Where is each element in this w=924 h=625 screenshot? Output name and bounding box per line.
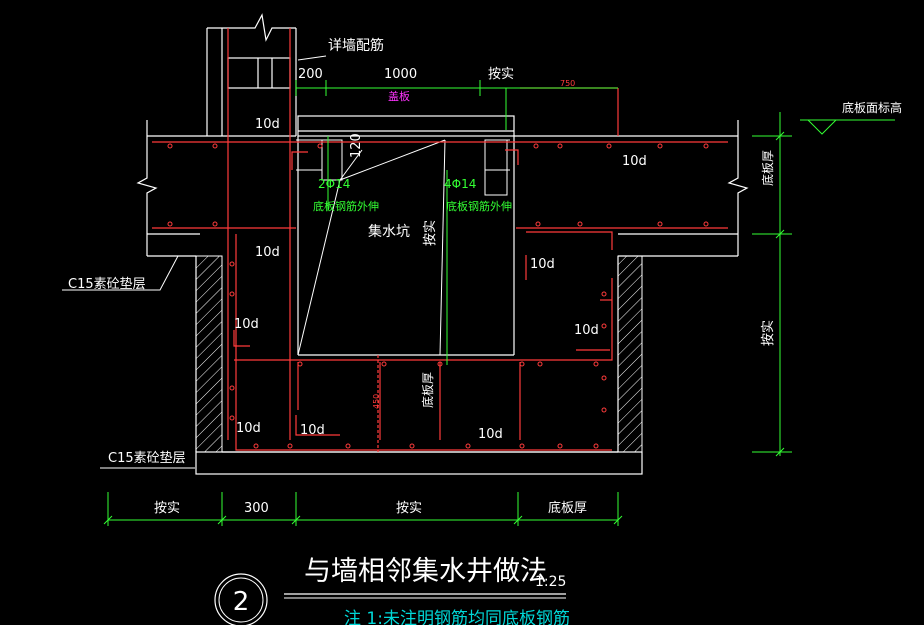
cushion-label-top: C15素砼垫层 xyxy=(68,276,146,292)
rebar-dot xyxy=(409,443,415,449)
slab-notch xyxy=(296,139,510,196)
rebar-dot xyxy=(519,361,525,367)
wall-rebar-label: 详墙配筋 xyxy=(328,37,384,54)
note-text: 注 1:未注明钢筋均同底板钢筋 xyxy=(344,609,570,625)
rebar-dot xyxy=(229,291,235,297)
rebar-lines xyxy=(152,28,728,452)
bottom-dim: 底板厚 xyxy=(548,500,587,516)
anchor-label: 10d xyxy=(622,154,647,169)
rebar-dot xyxy=(437,361,443,367)
rebar-dot xyxy=(465,443,471,449)
slab-thick-right: 底板厚 xyxy=(760,150,775,186)
anchor-label: 10d xyxy=(255,245,280,260)
rebar-dot xyxy=(577,221,583,227)
drawing-scale: 1:25 xyxy=(535,574,566,590)
sump-sketch xyxy=(297,139,446,356)
rebar-dot xyxy=(229,415,235,421)
bottom-dim: 按实 xyxy=(396,501,422,516)
rebar-dot xyxy=(703,221,709,227)
rebar-dot xyxy=(593,443,599,449)
detail-number: 2 xyxy=(233,587,250,617)
dim-as-real-top: 按实 xyxy=(488,67,514,82)
rebar-dot xyxy=(345,443,351,449)
rebar-dot xyxy=(229,261,235,267)
rebar-dot xyxy=(657,221,663,227)
rebar-dot xyxy=(297,361,303,367)
rebar-dot xyxy=(557,143,563,149)
pit-label: 集水坑 xyxy=(368,223,410,240)
rebar-dot xyxy=(381,361,387,367)
detail-number-circle-inner xyxy=(218,577,264,623)
as-real-right: 按实 xyxy=(761,320,776,346)
dim-120: 120 xyxy=(349,133,364,158)
rebar-dot xyxy=(167,143,173,149)
dimension-lines xyxy=(103,80,895,526)
rebar-dots xyxy=(167,143,709,449)
rebar-dot xyxy=(703,143,709,149)
rebar-dot xyxy=(606,143,612,149)
dim-750: 750 xyxy=(560,79,575,88)
plate-label: 盖板 xyxy=(388,89,410,103)
dim-1000: 1000 xyxy=(384,67,417,82)
rebar-dot xyxy=(601,407,607,413)
rebar-dot xyxy=(537,361,543,367)
rebar-dot xyxy=(593,361,599,367)
rebar-dot xyxy=(317,143,323,149)
leader-lines xyxy=(62,55,327,469)
rebar-dot xyxy=(601,323,607,329)
soil-hatch-right xyxy=(617,255,643,453)
cushion-label-bottom: C15素砼垫层 xyxy=(108,450,186,466)
rebar-dot xyxy=(287,443,293,449)
rebar-dot xyxy=(212,221,218,227)
rebar-extend-right: 底板钢筋外伸 xyxy=(446,199,512,213)
anchor-label: 10d xyxy=(478,427,503,442)
rebar-callout-right: 4Φ14 xyxy=(444,177,476,191)
slab-thick-vertical: 底板厚 xyxy=(420,372,435,408)
rebar-dot xyxy=(533,143,539,149)
soil-hatch-left xyxy=(195,255,223,453)
rebar-dot xyxy=(253,443,259,449)
anchor-label: 10d xyxy=(574,323,599,338)
rebar-dot xyxy=(167,221,173,227)
rebar-extend-left: 底板钢筋外伸 xyxy=(313,199,379,213)
rebar-callout-left: 2Φ14 xyxy=(318,177,350,191)
rebar-dot xyxy=(519,443,525,449)
dim-450: 450 xyxy=(372,394,381,409)
anchor-label: 10d xyxy=(255,117,280,132)
rebar-dot xyxy=(557,443,563,449)
bottom-dim: 按实 xyxy=(154,501,180,516)
dim-200: 200 xyxy=(298,67,323,82)
rebar-dot xyxy=(601,375,607,381)
as-real-vertical: 按实 xyxy=(423,220,438,246)
anchor-label: 10d xyxy=(300,423,325,438)
detail-number-circle xyxy=(214,573,268,625)
rebar-dot xyxy=(229,385,235,391)
bottom-dim: 300 xyxy=(244,501,269,516)
anchor-label: 10d xyxy=(236,421,261,436)
rebar-dot xyxy=(212,143,218,149)
rebar-dot xyxy=(657,143,663,149)
drawing-title: 与墙相邻集水井做法 xyxy=(304,556,547,587)
rebar-dot xyxy=(535,221,541,227)
anchor-label: 10d xyxy=(530,257,555,272)
elevation-label: 底板面标高 xyxy=(842,100,902,115)
rebar-dot xyxy=(601,291,607,297)
anchor-label: 10d xyxy=(234,317,259,332)
